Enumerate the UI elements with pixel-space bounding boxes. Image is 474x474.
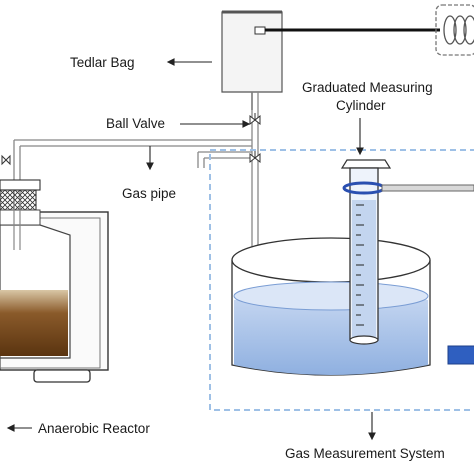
ball-valve-reactor bbox=[1, 154, 11, 166]
label-ball-valve: Ball Valve bbox=[106, 116, 165, 131]
label-graduated-cylinder-line2: Cylinder bbox=[336, 98, 386, 113]
water-basin bbox=[231, 237, 431, 376]
gas-measurement-system-box bbox=[209, 149, 474, 411]
label-tedlar-bag: Tedlar Bag bbox=[70, 55, 135, 70]
leader-arrows bbox=[6, 58, 376, 441]
measurement-device bbox=[447, 345, 474, 365]
tedlar-bag bbox=[221, 10, 283, 110]
graduated-cylinder bbox=[340, 159, 474, 345]
label-gas-pipe: Gas pipe bbox=[122, 186, 176, 201]
ball-valve-lower bbox=[249, 151, 261, 164]
label-graduated-cylinder-line1: Graduated Measuring bbox=[302, 80, 433, 95]
heating-coil bbox=[435, 4, 474, 56]
label-anaerobic-reactor: Anaerobic Reactor bbox=[38, 421, 150, 436]
ball-valve-upper bbox=[249, 113, 261, 126]
label-gas-measurement-system: Gas Measurement System bbox=[285, 446, 445, 461]
anaerobic-reactor bbox=[0, 179, 109, 383]
